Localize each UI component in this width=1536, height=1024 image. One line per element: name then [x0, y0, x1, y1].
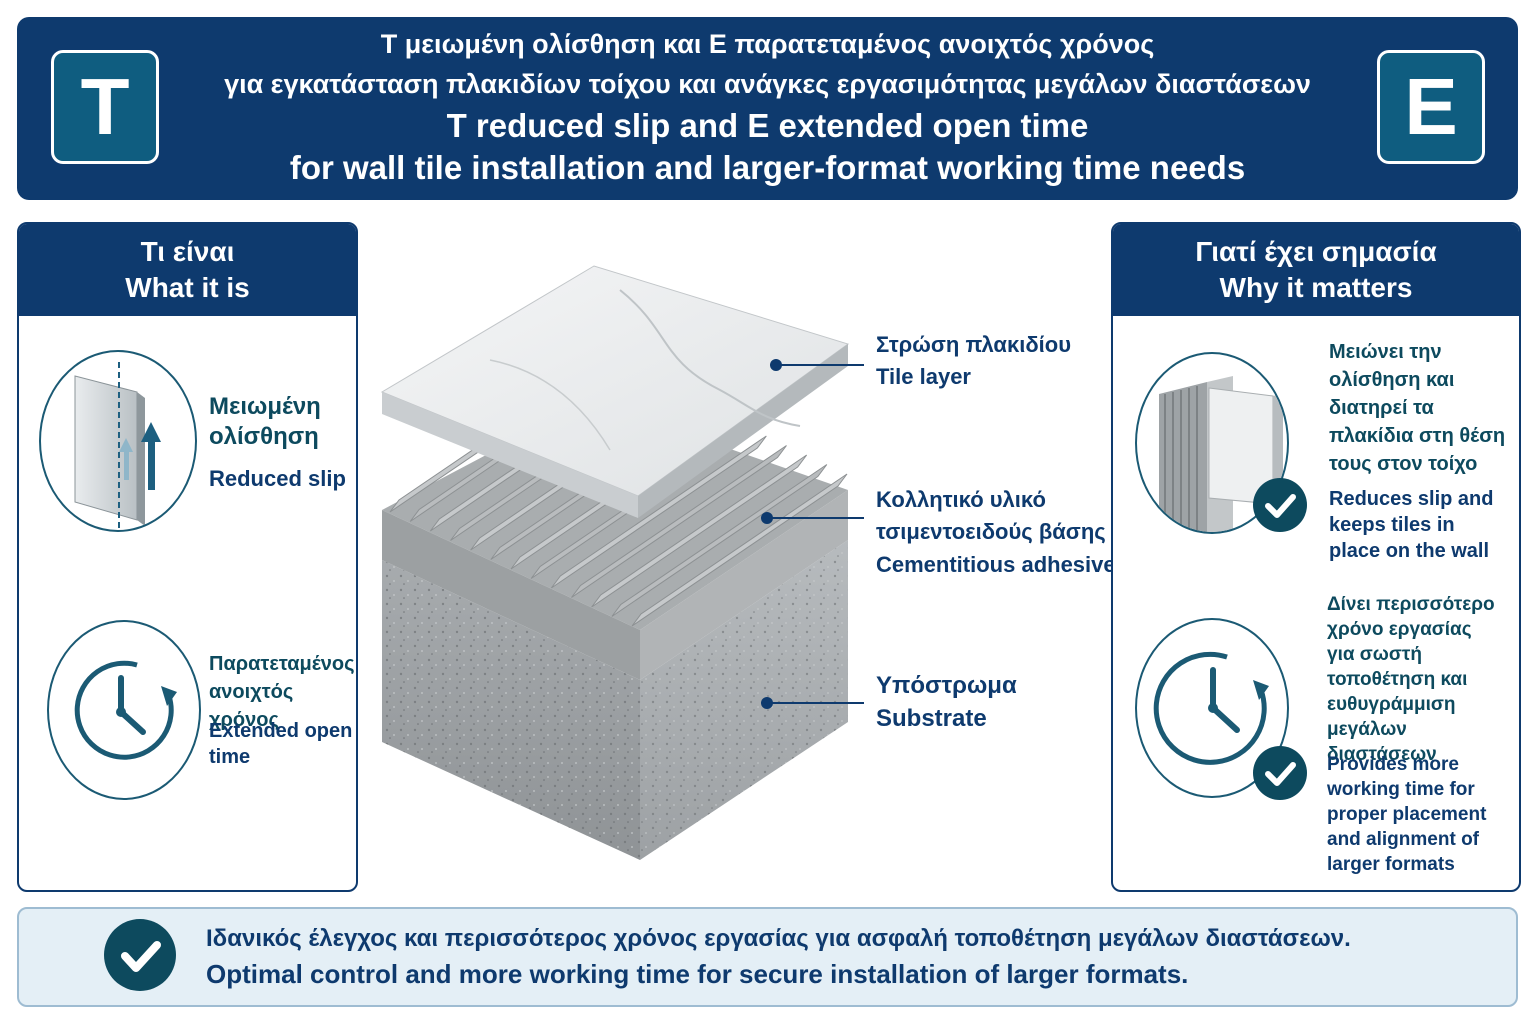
why-item-2-english-line-4: and alignment of: [1327, 829, 1479, 850]
check-icon: [104, 919, 176, 991]
substrate-layer: [382, 540, 848, 860]
why-item-2-greek-line-4: τοποθέτηση και: [1327, 669, 1468, 690]
why-item-1-english-line-2: keeps tiles in: [1329, 514, 1455, 536]
why-item-1-greek-line-2: ολίσθηση και: [1329, 369, 1455, 391]
why-it-matters-title-english: Why it matters: [1219, 272, 1413, 303]
reduced-slip-icon: [39, 350, 197, 532]
why-item-2-english: Provides more working time for proper plac…: [1327, 752, 1486, 877]
why-item-1-english-line-1: Reduces slip and: [1329, 488, 1494, 510]
why-item-2-english-line-2: working time for: [1327, 779, 1475, 800]
footer-text-english: Optimal control and more working time fo…: [206, 959, 1189, 989]
why-item-2-english-line-3: proper placement: [1327, 804, 1487, 825]
tile-layer: [380, 265, 850, 518]
why-it-matters-header: Γιατί έχει σημασία Why it matters: [1113, 224, 1519, 316]
what-it-is-header: Τι είναι What it is: [19, 224, 356, 316]
why-item-2-greek-line-3: για σωστή: [1327, 644, 1422, 665]
why-item-2-greek-line-6: μεγάλων διαστάσεων: [1327, 719, 1437, 765]
why-item-1-greek-line-3: διατηρεί τα: [1329, 397, 1434, 419]
why-item-1-greek-line-1: Μειώνει την: [1329, 341, 1442, 363]
what-it-is-panel: Τι είναι What it is Μειωμένη ολίσθηση Re…: [17, 222, 358, 892]
header-line-english-2: for wall tile installation and larger-fo…: [289, 149, 1246, 186]
why-item-2-english-line-5: larger formats: [1327, 854, 1455, 875]
badge-e: E: [1377, 50, 1485, 164]
header-banner: T E T μειωμένη ολίσθηση και E παρατεταμέ…: [17, 17, 1518, 200]
leader-lines: [761, 359, 864, 709]
layer-cross-section-diagram: [380, 265, 864, 860]
extended-open-time-label-greek-2: ανοιχτός χρόνος: [209, 681, 294, 731]
adhesive-label-english: Cementitious adhesive: [876, 552, 1116, 577]
why-item-2-greek: Δίνει περισσότερο χρόνο εργασίας για σωστή…: [1327, 592, 1519, 767]
header-line-english-1: T reduced slip and E extended open time: [446, 107, 1089, 144]
adhesive-label-greek-2: τσιμεντοειδούς βάσης: [876, 519, 1106, 544]
extended-open-time-label-english-1: Extended open: [209, 720, 353, 742]
why-item-2-greek-line-1: Δίνει περισσότερο: [1327, 594, 1495, 615]
substrate-label-greek: Υπόστρωμα: [876, 672, 1017, 699]
footer-summary: Ιδανικός έλεγχος και περισσότερος χρόνος…: [17, 907, 1518, 1007]
header-line-greek-2: για εγκατάσταση πλακιδίων τοίχου και ανά…: [224, 69, 1311, 99]
check-icon: [1253, 478, 1307, 532]
tile-on-wall-icon: [1135, 352, 1289, 534]
why-it-matters-title-greek: Γιατί έχει σημασία: [1195, 236, 1437, 267]
why-item-2-greek-line-2: χρόνο εργασίας: [1327, 619, 1472, 640]
why-item-1-greek-line-4: πλακίδια στη θέση: [1329, 425, 1506, 447]
why-item-2-greek-line-5: ευθυγράμμιση: [1327, 694, 1456, 715]
footer-text-greek: Ιδανικός έλεγχος και περισσότερος χρόνος…: [206, 925, 1351, 952]
header-line-greek-1: T μειωμένη ολίσθηση και E παρατεταμένος …: [380, 29, 1155, 59]
reduced-slip-label-greek-1: Μειωμένη: [209, 393, 321, 420]
extended-open-time-label-english-2: time: [209, 746, 251, 768]
why-item-1-greek-line-5: τους στον τοίχο: [1329, 453, 1478, 475]
substrate-label-english: Substrate: [876, 705, 987, 732]
reduced-slip-label-greek-2: ολίσθηση: [209, 423, 319, 450]
tile-layer-label-greek: Στρώση πλακιδίου: [876, 332, 1072, 357]
extended-open-time-label-greek-1: Παρατεταμένος: [209, 653, 355, 675]
why-item-1-english: Reduces slip and keeps tiles in place on t…: [1329, 486, 1494, 564]
why-item-1-english-line-3: place on the wall: [1329, 540, 1490, 562]
what-it-is-title-greek: Τι είναι: [140, 236, 235, 267]
why-it-matters-panel: Γιατί έχει σημασία Why it matters Μειώνε…: [1111, 222, 1521, 892]
extended-open-time-icon: [47, 620, 201, 800]
what-it-is-title-english: What it is: [125, 272, 250, 303]
tile-layer-label-english: Tile layer: [876, 364, 971, 389]
reduced-slip-label-english: Reduced slip: [209, 466, 346, 491]
why-item-1-greek: Μειώνει την ολίσθηση και διατηρεί τα πλακίδ…: [1329, 338, 1505, 478]
badge-t: T: [51, 50, 159, 164]
adhesive-label-greek-1: Κολλητικό υλικό: [876, 487, 1046, 512]
why-item-2-english-line-1: Provides more: [1327, 754, 1459, 775]
check-icon: [1253, 746, 1307, 800]
